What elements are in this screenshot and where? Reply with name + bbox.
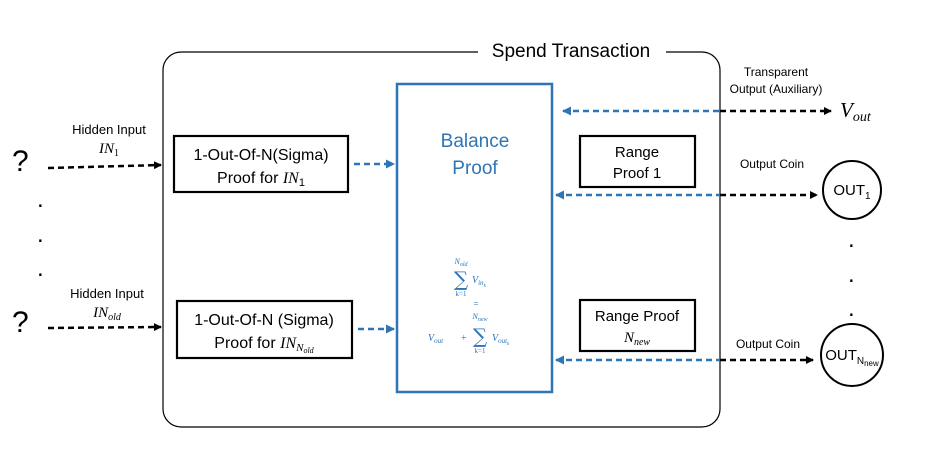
formula-equals: = — [473, 299, 478, 309]
output-coin-2-label: Output Coin — [736, 337, 800, 351]
transparent-output-line1: Transparent — [744, 65, 809, 79]
sigma-proof-2-line1: 1-Out-Of-N (Sigma) — [194, 312, 334, 329]
balance-proof-line1: Balance — [441, 131, 510, 152]
output-ellipsis-1: . — [848, 226, 855, 253]
input-ellipsis-3: . — [37, 255, 44, 282]
output-coin-2-circle — [820, 323, 884, 387]
balance-proof-line2: Proof — [452, 158, 498, 179]
range-proof-1-line2: Proof 1 — [613, 165, 661, 182]
hidden-input-1-var: IN1 — [98, 141, 119, 159]
output-coin-1-name: OUT1 — [833, 182, 871, 202]
input-1-marker: ? — [12, 145, 29, 178]
output-coin-1-label: Output Coin — [740, 157, 804, 171]
range-proof-2-box — [578, 298, 697, 353]
sigma-proof-1-line2: Proof for IN1 — [217, 170, 305, 189]
output-ellipsis-2: . — [848, 261, 855, 288]
input-2-arrow — [47, 323, 162, 332]
formula-top-limit: Nold — [453, 257, 468, 268]
output-coin-1-circle — [822, 160, 882, 220]
input-ellipsis-2: . — [37, 221, 44, 248]
formula-sigma-2: ∑ — [473, 324, 488, 348]
range-proof-2-line2: Nnew — [623, 330, 650, 348]
input-1-arrow — [47, 161, 162, 170]
title-backdrop — [478, 38, 666, 64]
sigma-proof-2-line2: Proof for INNold — [214, 335, 314, 355]
formula-bottom-limit: k=1 — [456, 290, 467, 298]
formula-rhs-sum: Voutk — [492, 333, 510, 347]
sigma-proof-2-box — [175, 299, 354, 360]
formula-rhs-vout: Vout — [428, 333, 444, 345]
formula-top-limit-2: Nnew — [471, 312, 487, 323]
formula-bottom-limit-2: k=1 — [475, 347, 486, 355]
range-proof-1-box — [578, 134, 697, 189]
diagram-title: Spend Transaction — [492, 41, 650, 62]
transparent-output-line2: Output (Auxiliary) — [730, 82, 823, 96]
sigma-proof-1-line1: 1-Out-Of-N(Sigma) — [193, 147, 328, 164]
output-ellipsis-3: . — [848, 295, 855, 322]
output-coin-2-name: OUTNnew — [825, 347, 879, 368]
transparent-output-var: Vout — [840, 98, 872, 125]
formula-plus: + — [461, 333, 467, 344]
hidden-input-2-label: Hidden Input — [70, 286, 144, 301]
formula-lhs: Vink — [472, 275, 487, 289]
balance-formula: Nold ∑ k=1 Vink = Vout + Nnew ∑ k=1 Vout… — [428, 257, 510, 355]
range-proof-1-line1: Range — [615, 144, 659, 161]
input-ellipsis-1: . — [37, 186, 44, 213]
sigma-proof-1-box — [172, 134, 350, 194]
hidden-input-1-label: Hidden Input — [72, 122, 146, 137]
balance-proof-box — [395, 82, 554, 394]
hidden-input-2-var: INold — [92, 305, 122, 323]
spend-transaction-frame — [162, 51, 721, 428]
range-proof-2-line1: Range Proof — [595, 308, 680, 325]
input-2-marker: ? — [12, 306, 29, 339]
formula-sigma-1: ∑ — [454, 267, 469, 291]
